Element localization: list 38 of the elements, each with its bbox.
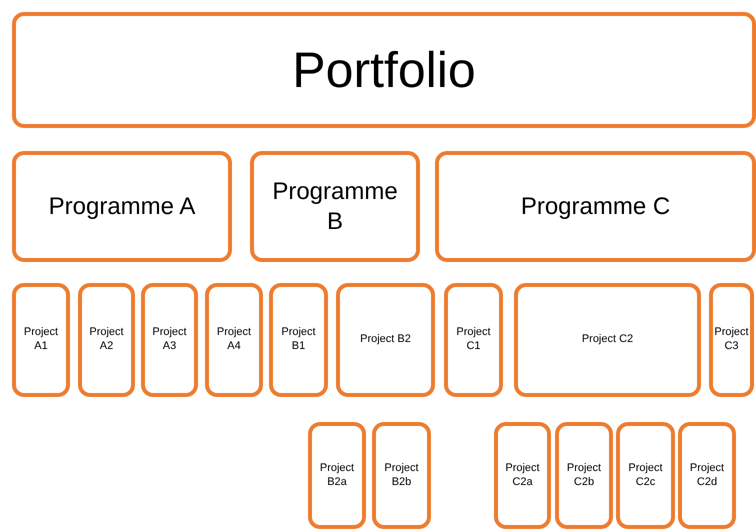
node-label: Project A2: [88, 326, 125, 354]
node-label: Project C3: [714, 326, 749, 354]
project-box: [709, 283, 754, 397]
programme-box: [12, 151, 232, 262]
node-label: Programme A: [48, 192, 196, 222]
node-label: Project A3: [151, 326, 188, 354]
project-box: [269, 283, 328, 397]
portfolio-box: [12, 12, 756, 128]
project-box: [141, 283, 198, 397]
project-box: [78, 283, 135, 397]
node-label: Project C1: [455, 326, 492, 354]
project-box: [308, 422, 366, 529]
project-box: [555, 422, 613, 529]
node-label: Project B2a: [318, 462, 356, 490]
node-label: Programme C: [520, 192, 670, 222]
project-box: [678, 422, 736, 529]
node-label: Project C2a: [504, 462, 541, 490]
programme-box: [250, 151, 420, 262]
project-box: [336, 283, 435, 397]
node-label: Project C2d: [688, 462, 726, 490]
node-label: Project B2: [360, 333, 411, 347]
node-label: Programme B: [271, 176, 399, 236]
programme-box: [435, 151, 756, 262]
project-box: [616, 422, 675, 529]
project-box: [205, 283, 263, 397]
node-label: Project B1: [280, 326, 317, 354]
project-box: [372, 422, 431, 529]
node-label: Project B2b: [383, 462, 420, 490]
node-label: Project A4: [216, 326, 252, 354]
project-box: [494, 422, 551, 529]
node-label: Project A1: [22, 326, 60, 354]
node-label: Project C2b: [566, 462, 602, 490]
project-box: [12, 283, 70, 397]
node-label: Project C2c: [627, 462, 664, 490]
project-box: [444, 283, 503, 397]
node-label: Portfolio: [292, 45, 476, 95]
project-box: [514, 283, 701, 397]
node-label: Project C2: [582, 333, 634, 347]
